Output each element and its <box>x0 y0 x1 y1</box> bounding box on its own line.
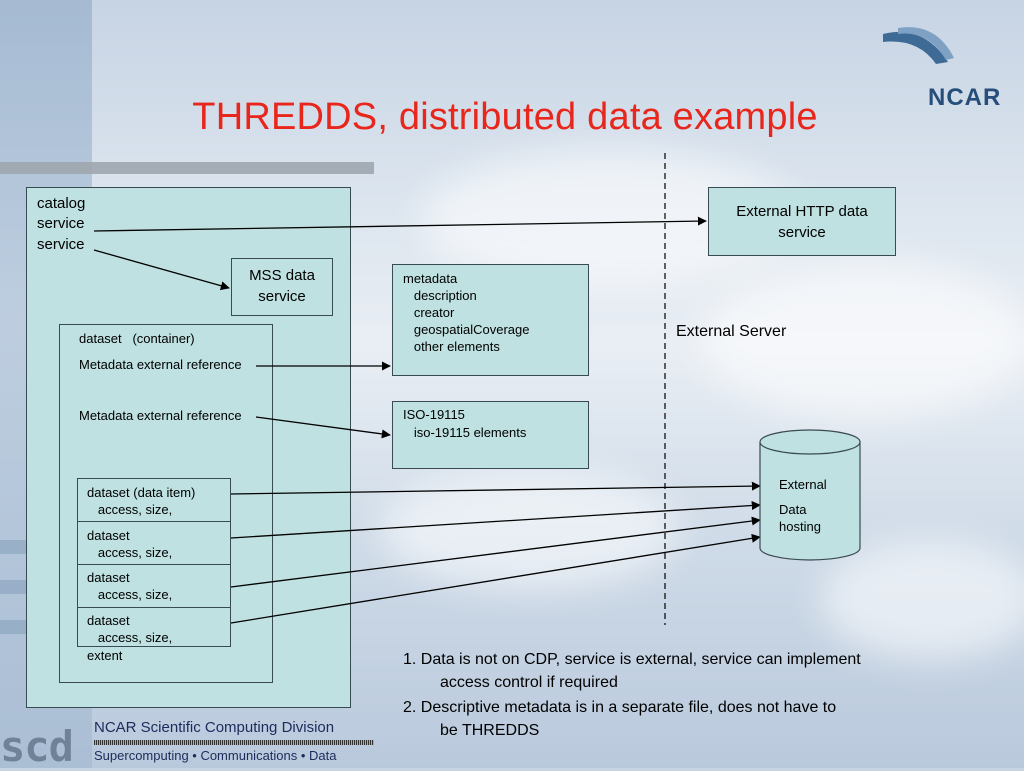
footer-rule <box>94 740 374 745</box>
external-http-service-box <box>708 187 896 256</box>
mss-label: MSS data <box>249 267 315 284</box>
dataset-item-label: dataset <box>87 613 130 628</box>
ncar-logo-icon <box>883 27 954 64</box>
iso-19115-box <box>392 401 589 469</box>
dataset-item-box <box>77 478 231 522</box>
catalog-label: catalog <box>37 195 86 212</box>
extent-label: extent <box>87 648 123 663</box>
dataset-item-label: dataset (data item) <box>87 485 196 500</box>
metadata-reference-2: Metadata external reference <box>79 408 242 423</box>
dataset-item-detail: access, size, <box>87 587 173 602</box>
metadata-line: geospatialCoverage <box>403 322 530 337</box>
footer-division: NCAR Scientific Computing Division <box>94 719 335 736</box>
dataset-item-detail: access, size, <box>87 630 173 645</box>
external-data-hosting-cylinder <box>759 429 861 561</box>
dataset-item-box <box>77 564 231 608</box>
dataset-item-box <box>77 607 231 647</box>
cylinder-label: External <box>779 477 827 492</box>
note-1: 1. Data is not on CDP, service is extern… <box>403 651 861 691</box>
dataset-item-label: dataset <box>87 528 130 543</box>
metadata-line: other elements <box>403 339 500 354</box>
scd-logo-text: scd <box>0 722 74 771</box>
dataset-item-label: dataset <box>87 570 130 585</box>
container-header: dataset (container) <box>79 331 195 346</box>
cylinder-label: Data <box>779 502 807 517</box>
catalog-service-label: service <box>37 236 85 253</box>
dataset-item-detail: access, size, <box>87 545 173 560</box>
metadata-box <box>392 264 589 376</box>
metadata-line: creator <box>403 305 455 320</box>
catalog-service-label: service <box>37 215 85 232</box>
http-label: service <box>778 224 826 241</box>
note-2: 2. Descriptive metadata is in a separate… <box>403 699 837 739</box>
dataset-item-box <box>77 521 231 565</box>
mss-label: service <box>258 288 306 305</box>
metadata-reference-1: Metadata external reference <box>79 357 242 372</box>
dataset-item-detail: access, size, <box>87 502 173 517</box>
cylinder-label: hosting <box>779 519 821 534</box>
metadata-line: description <box>403 288 477 303</box>
mss-data-service-box <box>231 258 333 316</box>
iso-line: iso-19115 elements <box>403 425 527 440</box>
metadata-line: metadata <box>403 271 458 286</box>
title-rule <box>0 162 374 174</box>
ncar-logo-text: NCAR <box>928 84 1002 111</box>
page-title: THREDDS, distributed data example <box>192 96 818 138</box>
http-label: External HTTP data <box>736 203 868 220</box>
external-server-label: External Server <box>676 323 787 340</box>
footer-tagline: Supercomputing • Communications • Data <box>94 748 337 763</box>
iso-line: ISO-19115 <box>403 407 465 422</box>
